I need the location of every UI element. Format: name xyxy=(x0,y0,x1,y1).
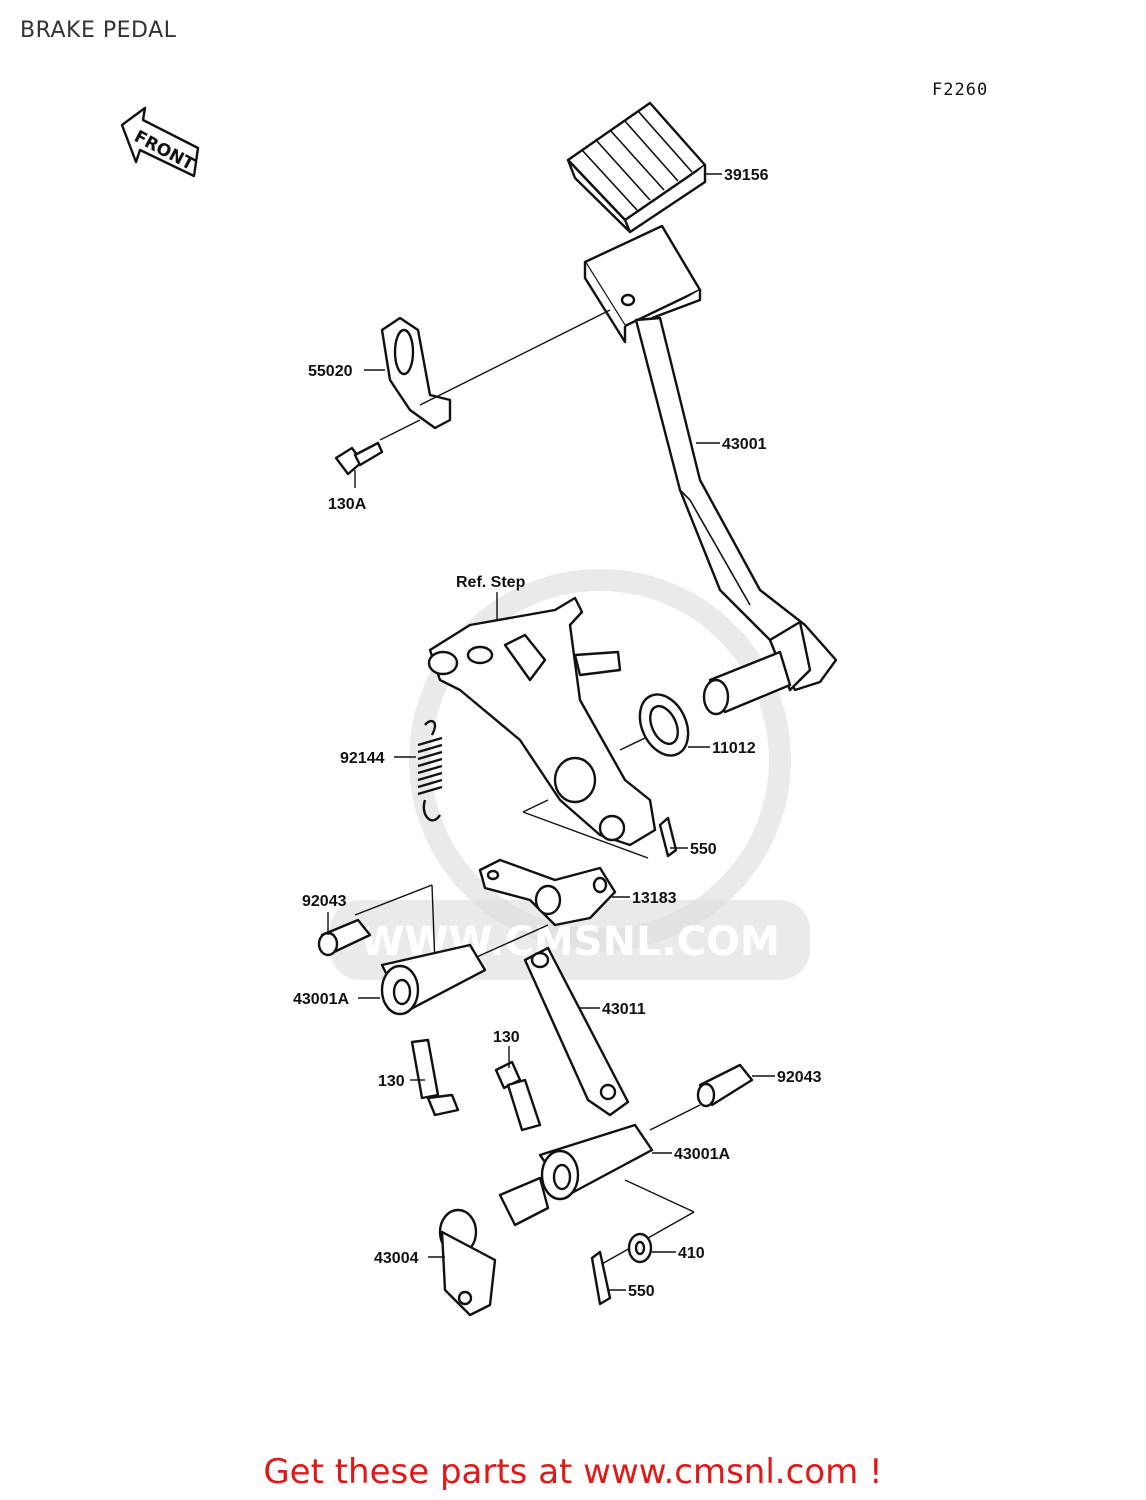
front-arrow-icon: FRONT xyxy=(120,106,200,178)
figure-code: F2260 xyxy=(932,80,989,100)
label-ref-step: Ref. Step xyxy=(456,574,526,591)
bolt-130-left-part xyxy=(410,1038,460,1117)
label-92043-left: 92043 xyxy=(302,893,347,910)
label-43001: 43001 xyxy=(722,436,767,453)
oil-seal-part xyxy=(638,693,690,757)
label-92144: 92144 xyxy=(340,750,385,767)
pedal-rubber-part xyxy=(566,101,707,234)
brake-pedal-arm-part xyxy=(583,224,838,716)
leader-lines xyxy=(327,173,775,1291)
label-11012: 11012 xyxy=(712,740,756,757)
washer-part xyxy=(627,1232,653,1264)
label-55020: 55020 xyxy=(308,363,353,380)
page-title: BRAKE PEDAL xyxy=(20,18,177,43)
cotter-pin-lower-part xyxy=(590,1250,612,1306)
footrest-step-bracket-part xyxy=(427,596,657,847)
clevis-joint-lower-part xyxy=(538,1123,654,1201)
brake-shaft-lever-part xyxy=(438,1176,550,1317)
pin-92043-left-part xyxy=(317,918,372,957)
label-92043-right: 92043 xyxy=(777,1069,822,1086)
label-130-center: 130 xyxy=(493,1029,520,1046)
bolt-130a-part xyxy=(334,441,384,476)
label-130a: 130A xyxy=(328,496,367,513)
pin-92043-right-part xyxy=(696,1063,754,1108)
label-43001a-upper: 43001A xyxy=(293,991,349,1008)
label-130-left: 130 xyxy=(378,1073,405,1090)
label-410: 410 xyxy=(678,1245,705,1262)
label-550-upper: 550 xyxy=(690,841,717,858)
footer-link[interactable]: Get these parts at www.cmsnl.com ! xyxy=(263,1452,883,1492)
bolt-130-center-part xyxy=(494,1060,542,1132)
label-43011: 43011 xyxy=(602,1001,646,1018)
brake-rod-part xyxy=(523,946,630,1117)
label-13183: 13183 xyxy=(632,890,677,907)
clevis-joint-upper-part xyxy=(380,943,487,1016)
label-43004: 43004 xyxy=(374,1250,419,1267)
cotter-pin-upper-part xyxy=(658,816,678,858)
pedal-bracket-part xyxy=(380,316,452,430)
return-spring-part xyxy=(417,719,443,822)
label-43001a-lower: 43001A xyxy=(674,1146,730,1163)
label-39156: 39156 xyxy=(724,167,769,184)
label-550-lower: 550 xyxy=(628,1283,655,1300)
brake-lever-part xyxy=(478,858,617,927)
